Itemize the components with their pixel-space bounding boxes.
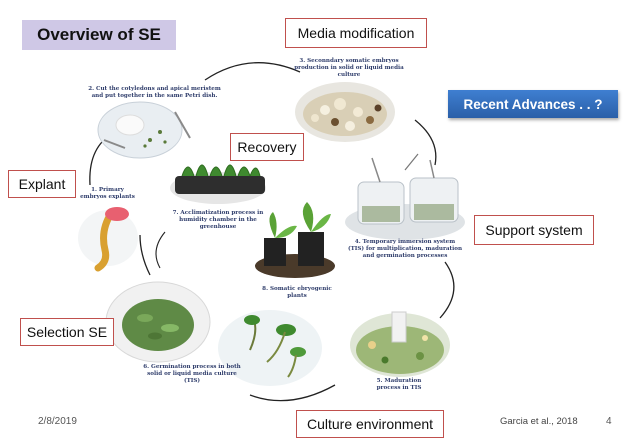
label-explant: Explant bbox=[8, 170, 76, 198]
selection-dish-illustration bbox=[105, 281, 211, 363]
step-6-caption: 6. Germination process in both solid or … bbox=[143, 364, 241, 384]
step-1-caption: 1. Primary embryos explants bbox=[80, 187, 135, 200]
somatic-plants-illustration bbox=[255, 202, 335, 278]
slide-title: Overview of SE bbox=[22, 20, 176, 50]
secondary-embryos-illustration bbox=[295, 82, 395, 142]
step-7-caption: 7. Acclimatization process in humidity c… bbox=[172, 210, 264, 230]
slide-date: 2/8/2019 bbox=[38, 416, 77, 427]
arc-2-to-3 bbox=[204, 62, 301, 81]
primary-embryo-illustration bbox=[78, 207, 138, 272]
step-3-caption: 3. Seconndary somatic embryos production… bbox=[294, 58, 404, 78]
arc-7-inner bbox=[155, 231, 166, 269]
label-culture-environment: Culture environment bbox=[296, 410, 444, 438]
arc-4-to-5 bbox=[439, 261, 455, 319]
step-5-caption: 5. Maduration process in TIS bbox=[376, 378, 422, 391]
slide-page-number: 4 bbox=[606, 416, 612, 427]
step-2-caption: 2. Cut the cotyledons and apical meriste… bbox=[88, 86, 221, 99]
step-8-caption: 8. Somatic ebryogenic plants bbox=[262, 286, 332, 299]
acclimatization-tray-illustration bbox=[170, 164, 266, 204]
recent-advances-box: Recent Advances . . ? bbox=[448, 90, 618, 118]
label-selection-se: Selection SE bbox=[20, 318, 114, 346]
maturation-illustration bbox=[350, 311, 450, 377]
germination-illustration bbox=[218, 310, 322, 386]
slide-citation: Garcia et al., 2018 bbox=[500, 416, 578, 427]
label-recovery: Recovery bbox=[230, 133, 304, 161]
arc-3-to-4 bbox=[414, 119, 437, 166]
label-media-modification: Media modification bbox=[285, 18, 427, 48]
temporary-immersion-system-illustration bbox=[345, 153, 465, 240]
arc-selection-to-1 bbox=[139, 234, 151, 276]
label-support-system: Support system bbox=[474, 215, 594, 245]
step-4-caption: 4. Temporary immersion system (TIS) for … bbox=[347, 239, 463, 259]
arc-5-to-6 bbox=[249, 384, 336, 402]
petri-dish-cotyledons-illustration bbox=[97, 101, 191, 159]
